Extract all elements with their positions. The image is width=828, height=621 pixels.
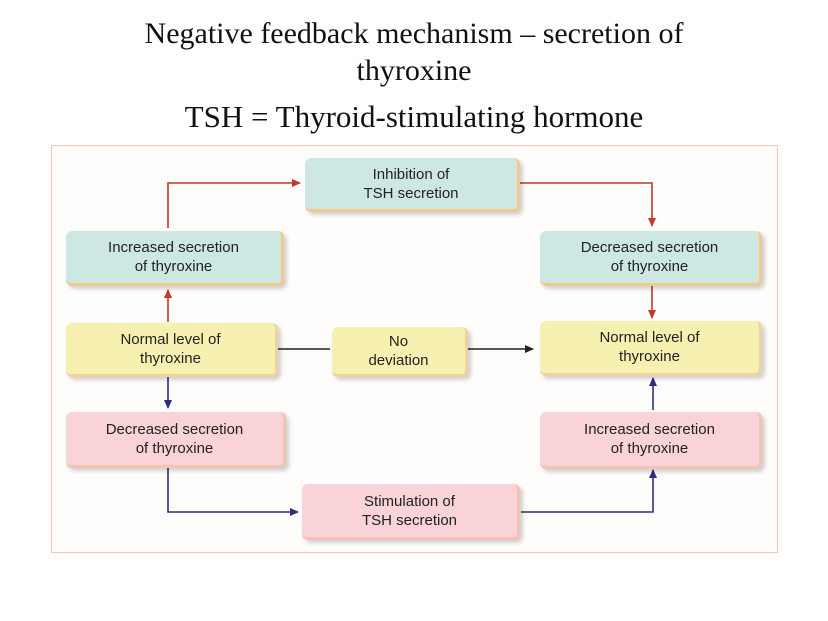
node-text: TSH secretion bbox=[363, 184, 459, 202]
node-text: of thyroxine bbox=[610, 258, 689, 275]
title-line-1: Negative feedback mechanism – secretion … bbox=[144, 17, 684, 50]
node-text: of thyroxine bbox=[134, 258, 213, 275]
node-text: Increased secretion bbox=[108, 239, 239, 256]
node-increased-secretion-right: Increased secretion of thyroxine bbox=[540, 412, 762, 469]
title-line-2: thyroxine bbox=[356, 54, 472, 87]
node-increased-secretion-left: Increased secretion of thyroxine bbox=[66, 231, 284, 286]
node-text: deviation bbox=[368, 351, 429, 369]
arrow-inhibition-to-decreased bbox=[520, 182, 656, 227]
node-text: Normal level of bbox=[120, 330, 221, 348]
node-text: Decreased secretion bbox=[105, 420, 244, 438]
node-text: thyroxine bbox=[140, 349, 201, 367]
arrow-stimulation-to-increased bbox=[521, 469, 657, 513]
node-text: TSH secretion bbox=[361, 511, 458, 529]
node-text: of thyroxine bbox=[610, 440, 689, 457]
node-text: Inhibition of bbox=[372, 165, 450, 183]
node-normal-level-right: Normal level of thyroxine bbox=[540, 321, 762, 376]
node-text: Increased secretion bbox=[584, 421, 715, 438]
node-text: Decreased secretion bbox=[580, 239, 719, 256]
node-text: No bbox=[388, 332, 409, 350]
arrow-increased-to-inhibition bbox=[167, 179, 301, 228]
arrow-decreased-to-stimulation bbox=[167, 468, 299, 516]
node-text: Stimulation of bbox=[364, 492, 455, 510]
node-decreased-secretion-right: Decreased secretion of thyroxine bbox=[540, 231, 762, 286]
node-text: Normal level of bbox=[599, 329, 700, 346]
node-text: of thyroxine bbox=[135, 439, 214, 457]
node-text: thyroxine bbox=[619, 348, 680, 365]
title-line-3: TSH = Thyroid-stimulating hormone bbox=[184, 99, 644, 134]
